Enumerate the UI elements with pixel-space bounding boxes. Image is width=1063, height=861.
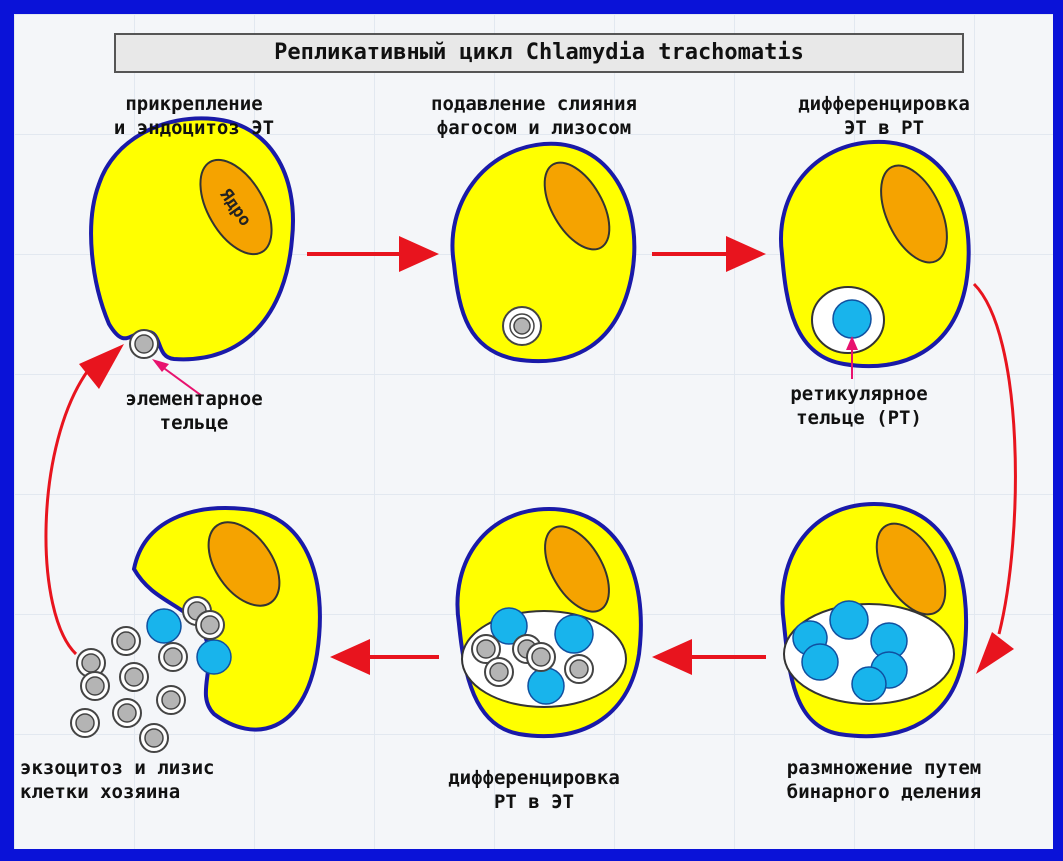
stage-4-label: размножение путем бинарного деления xyxy=(719,756,1049,804)
diagram-title: Репликативный цикл Chlamydia trachomatis xyxy=(114,33,964,73)
reticulate-body-line2: тельце (РТ) xyxy=(734,406,984,430)
stage-6-label: экзоцитоз и лизис клетки хозяина xyxy=(20,756,360,804)
reticulate-body-line1: ретикулярное xyxy=(734,382,984,406)
elementary-body-callout: элементарное тельце xyxy=(69,387,319,435)
cell-stage-2 xyxy=(452,144,634,361)
host-cell-2 xyxy=(452,144,634,361)
stage-1-line1: прикрепление xyxy=(64,92,324,116)
stage-1-line2: и эндоцитоз ЭТ xyxy=(64,116,324,140)
stage-1-label: прикрепление и эндоцитоз ЭТ xyxy=(64,92,324,140)
stage-6-line2: клетки хозяина xyxy=(20,780,360,804)
reticulate-body-callout: ретикулярное тельце (РТ) xyxy=(734,382,984,430)
stage-3-line1: дифференцировка xyxy=(734,92,1034,116)
stage-5-line1: дифференцировка xyxy=(384,766,684,790)
stage-3-label: дифференцировка ЭТ в РТ xyxy=(734,92,1034,140)
stage-6-line1: экзоцитоз и лизис xyxy=(20,756,360,780)
cell-stage-1: Ядро xyxy=(91,118,293,359)
elementary-body-line1: элементарное xyxy=(69,387,319,411)
stage-2-line1: подавление слияния xyxy=(374,92,694,116)
cell-stage-5 xyxy=(457,509,640,736)
elementary-body-attaching xyxy=(130,330,158,358)
stage-5-line2: РТ в ЭТ xyxy=(384,790,684,814)
stage-2-line2: фагосом и лизосом xyxy=(374,116,694,140)
stage-4-line1: размножение путем xyxy=(719,756,1049,780)
cell-stage-3 xyxy=(781,142,969,366)
stage-4-line2: бинарного деления xyxy=(719,780,1049,804)
cell-stage-4 xyxy=(782,504,966,736)
stage-3-line2: ЭТ в РТ xyxy=(734,116,1034,140)
stage-5-label: дифференцировка РТ в ЭТ xyxy=(384,766,684,814)
diagram-frame: Ядро xyxy=(14,14,1053,849)
phagosome xyxy=(503,307,541,345)
stage-2-label: подавление слияния фагосом и лизосом xyxy=(374,92,694,140)
reticulate-body-3 xyxy=(833,300,871,338)
elementary-body-line2: тельце xyxy=(69,411,319,435)
